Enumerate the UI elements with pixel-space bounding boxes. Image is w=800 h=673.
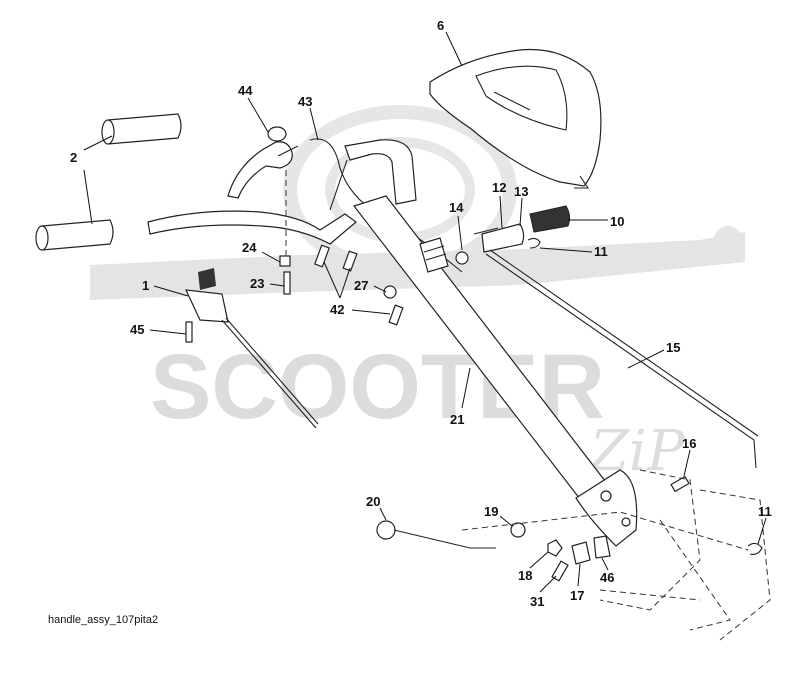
callout-10: 10 bbox=[610, 214, 624, 229]
grip-lower bbox=[35, 219, 114, 251]
tube-bracket bbox=[419, 237, 449, 273]
nut-24 bbox=[279, 255, 291, 267]
reference-lines bbox=[285, 170, 771, 641]
callout-13: 13 bbox=[514, 184, 528, 199]
bolt-23 bbox=[283, 271, 291, 295]
grip-right bbox=[473, 205, 571, 253]
washer-19 bbox=[510, 522, 526, 538]
callout-6: 6 bbox=[437, 18, 444, 33]
clip-11-lower bbox=[747, 542, 763, 555]
callout-43: 43 bbox=[298, 94, 312, 109]
callout-19: 19 bbox=[484, 504, 498, 519]
bolt-45 bbox=[185, 321, 193, 343]
callout-1: 1 bbox=[142, 278, 149, 293]
callout-labels: 6 44 43 2 12 13 10 14 11 24 23 1 27 42 4… bbox=[70, 18, 772, 609]
callout-31: 31 bbox=[530, 594, 544, 609]
callout-11-lower: 11 bbox=[758, 504, 772, 519]
bolts-42 bbox=[314, 244, 404, 326]
handlebar bbox=[147, 139, 417, 245]
callout-14: 14 bbox=[449, 200, 464, 215]
callout-44: 44 bbox=[238, 83, 253, 98]
callout-16: 16 bbox=[682, 436, 696, 451]
bolt-31 bbox=[551, 560, 569, 582]
callout-18: 18 bbox=[518, 568, 532, 583]
leader-lines bbox=[83, 31, 767, 593]
block-17 bbox=[571, 541, 591, 565]
nut-27 bbox=[383, 285, 397, 299]
callout-11-upper: 11 bbox=[594, 244, 608, 259]
callout-12: 12 bbox=[492, 180, 506, 195]
handle-cover bbox=[429, 48, 602, 189]
shift-bracket bbox=[185, 268, 319, 429]
callout-17: 17 bbox=[570, 588, 584, 603]
control-lever bbox=[227, 126, 299, 199]
callout-2: 2 bbox=[70, 150, 77, 165]
diagram-caption: handle_assy_107pita2 bbox=[48, 614, 159, 626]
block-46 bbox=[593, 535, 611, 559]
shift-rod bbox=[485, 253, 757, 469]
clip-11-upper bbox=[527, 237, 541, 249]
nut-18 bbox=[547, 539, 563, 557]
callout-24: 24 bbox=[242, 240, 257, 255]
callout-45: 45 bbox=[130, 322, 144, 337]
shift-rod-edge bbox=[489, 249, 759, 437]
callout-46: 46 bbox=[600, 570, 614, 585]
handle-tube bbox=[352, 195, 638, 547]
callout-23: 23 bbox=[250, 276, 264, 291]
lower-rod bbox=[376, 520, 496, 549]
watermark-suffix: ZiP bbox=[588, 419, 686, 484]
bushing-14 bbox=[455, 251, 469, 265]
callout-15: 15 bbox=[666, 340, 680, 355]
bolt-16 bbox=[670, 475, 690, 493]
callout-21: 21 bbox=[450, 412, 464, 427]
callout-20: 20 bbox=[366, 494, 380, 509]
watermark: SCOOTER ZiP bbox=[90, 105, 745, 484]
callout-27: 27 bbox=[354, 278, 368, 293]
grip-upper bbox=[101, 113, 182, 145]
callout-42: 42 bbox=[330, 302, 344, 317]
